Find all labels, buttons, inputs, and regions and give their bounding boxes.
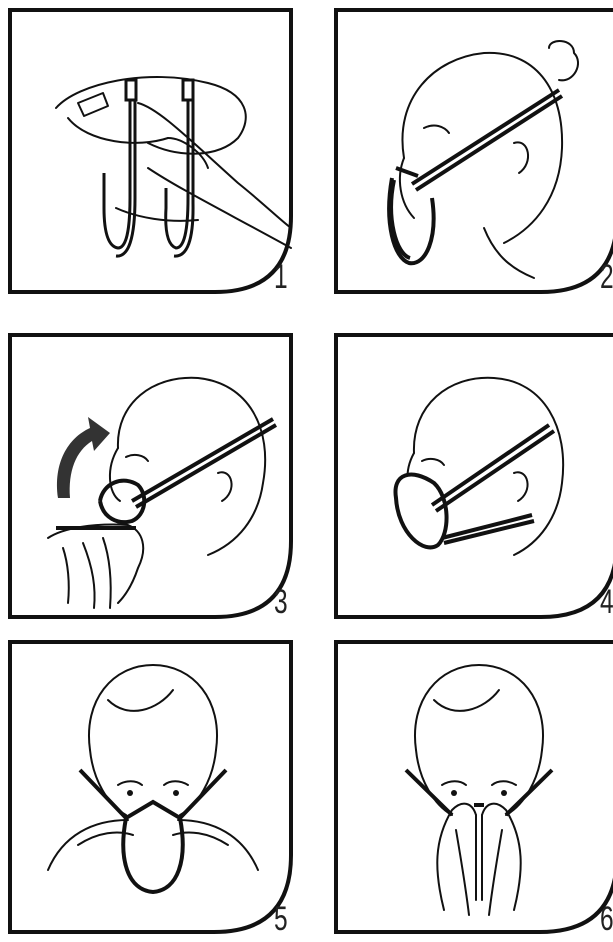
- mould-nose-clip-icon: [8, 640, 293, 935]
- mask-in-place-side-view-icon: [334, 333, 613, 619]
- step-number: 5: [274, 902, 288, 936]
- step-panel-4: 4: [334, 333, 613, 619]
- step-number: 6: [600, 902, 613, 936]
- step-number: 2: [600, 260, 613, 294]
- fit-check-both-hands-icon: [334, 640, 613, 935]
- step-panel-1: 1: [8, 8, 293, 294]
- step-number: 3: [274, 585, 288, 619]
- step-panel-6: 6: [334, 640, 613, 935]
- hand-holding-mask-straps-icon: [8, 8, 293, 294]
- step-panel-2: 2: [334, 8, 613, 294]
- step-panel-3: 3: [8, 333, 293, 619]
- step-panel-5: 5: [8, 640, 293, 935]
- step-number: 1: [274, 260, 288, 294]
- pull-top-strap-over-head-icon: [334, 8, 613, 294]
- pull-bottom-strap-over-head-icon: [8, 333, 293, 619]
- step-number: 4: [600, 585, 613, 619]
